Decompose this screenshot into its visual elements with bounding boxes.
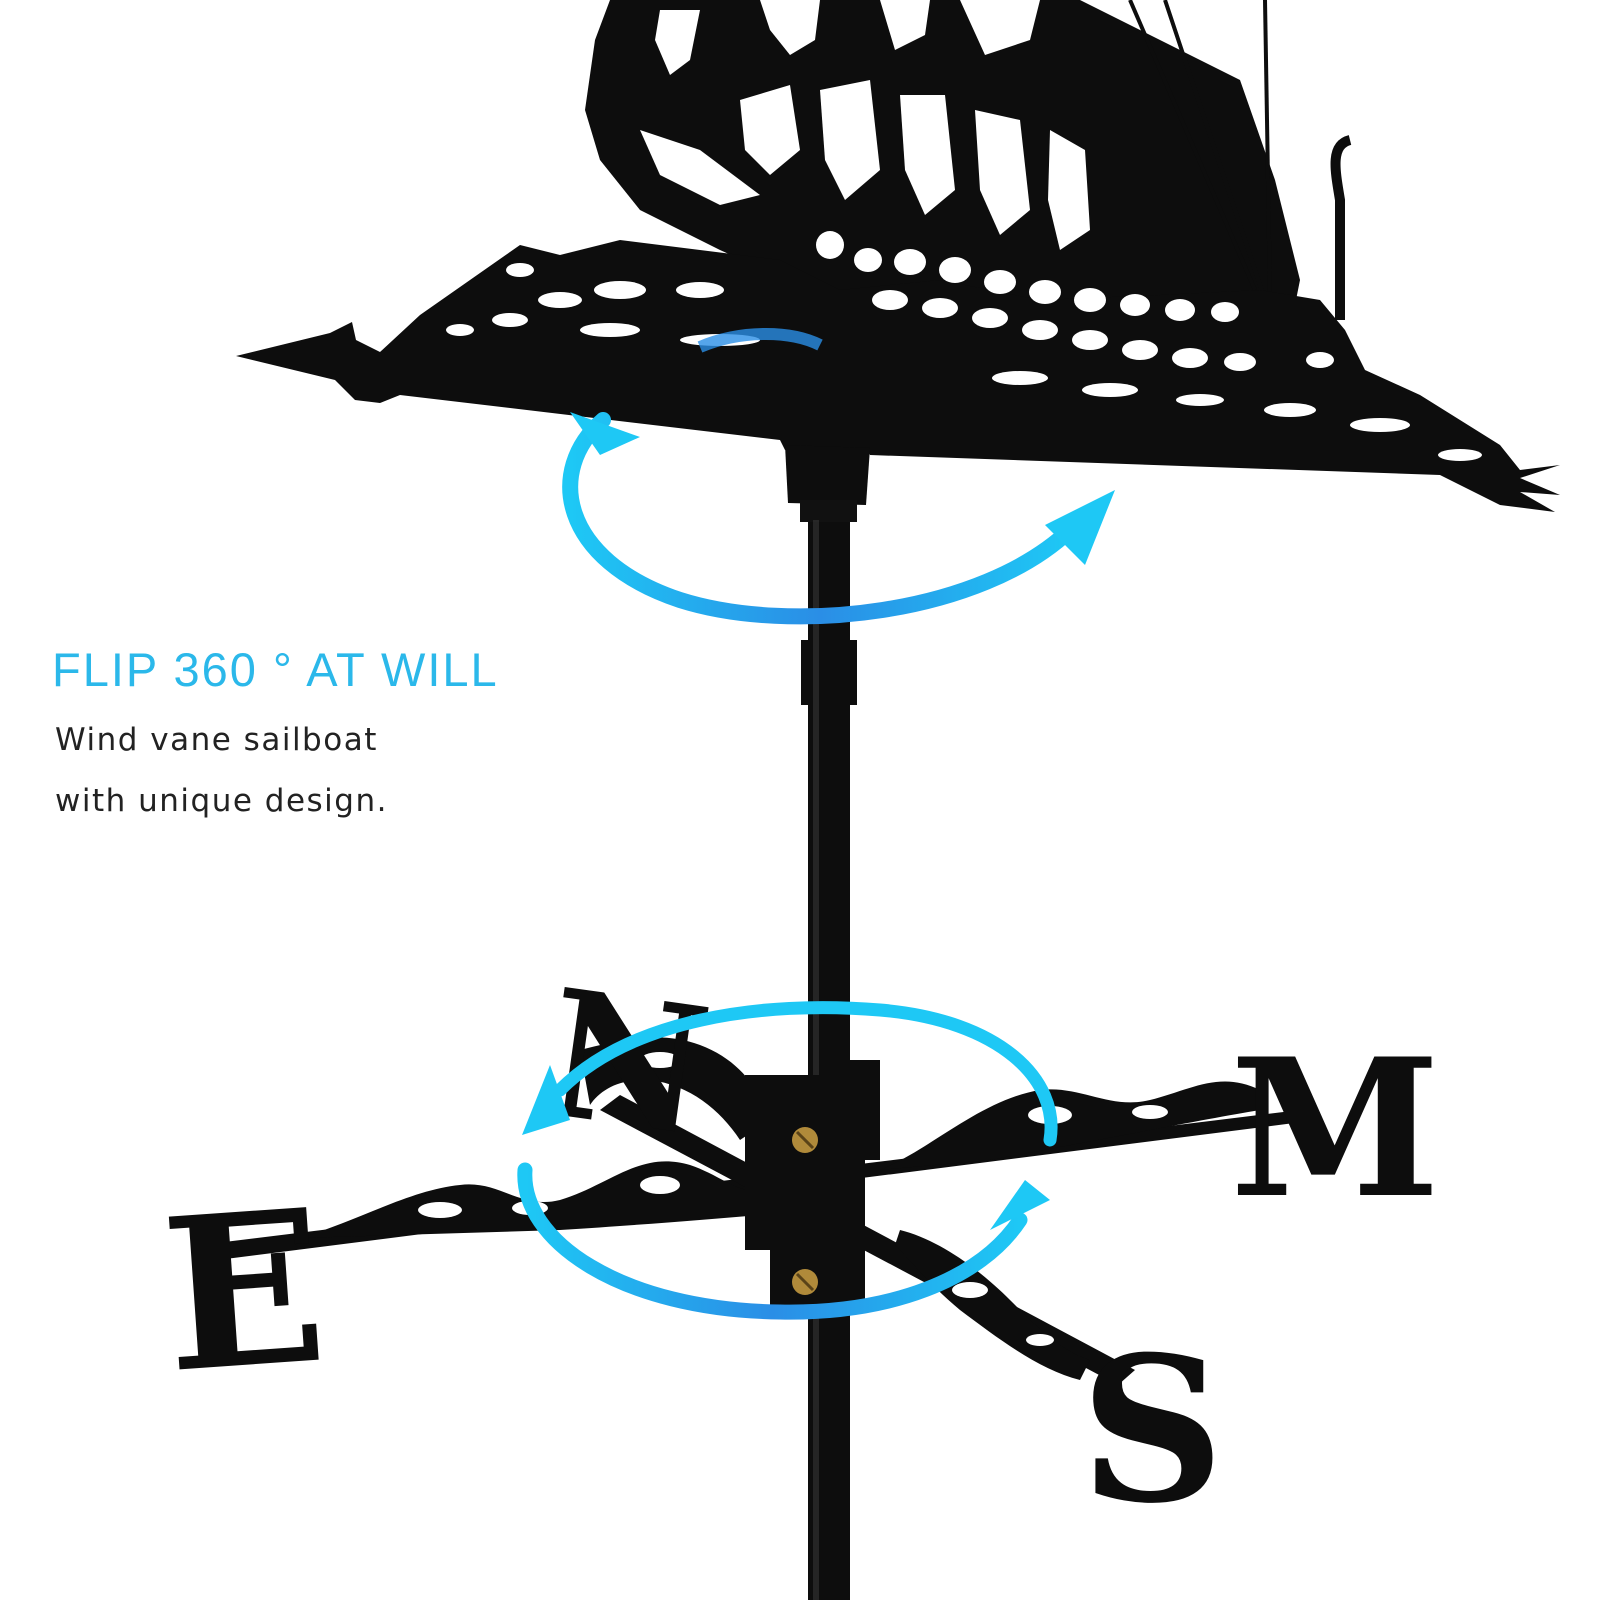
compass-bracket (745, 1075, 865, 1250)
description-line-2: with unique design. (55, 783, 388, 819)
hull-cutouts (446, 231, 1482, 461)
ornament-cutouts (418, 1052, 1168, 1346)
compass-letter-west: M (1230, 1017, 1440, 1240)
rotation-arrow-icon (517, 1001, 1058, 1320)
rigging-lines (1128, 0, 1272, 301)
sailboat-vane (236, 0, 1560, 512)
scroll-ornament-east (880, 1081, 1260, 1170)
description-line-1: Wind vane sailboat (55, 722, 378, 758)
compass-assembly: N E M S (156, 951, 1440, 1548)
scroll-ornament-north (580, 1037, 770, 1140)
compass-letter-south: S (1080, 1313, 1224, 1548)
sail-cutouts (640, 0, 1090, 250)
headline: FLIP 360 ° AT WILL (52, 643, 499, 696)
compass-letter-east: E (156, 1162, 333, 1420)
rotation-arrow-icon (562, 328, 1115, 625)
stern-post (1330, 135, 1352, 320)
vane-mount (785, 445, 870, 505)
pole (800, 500, 857, 1600)
compass-letter-north: N (534, 951, 721, 1176)
